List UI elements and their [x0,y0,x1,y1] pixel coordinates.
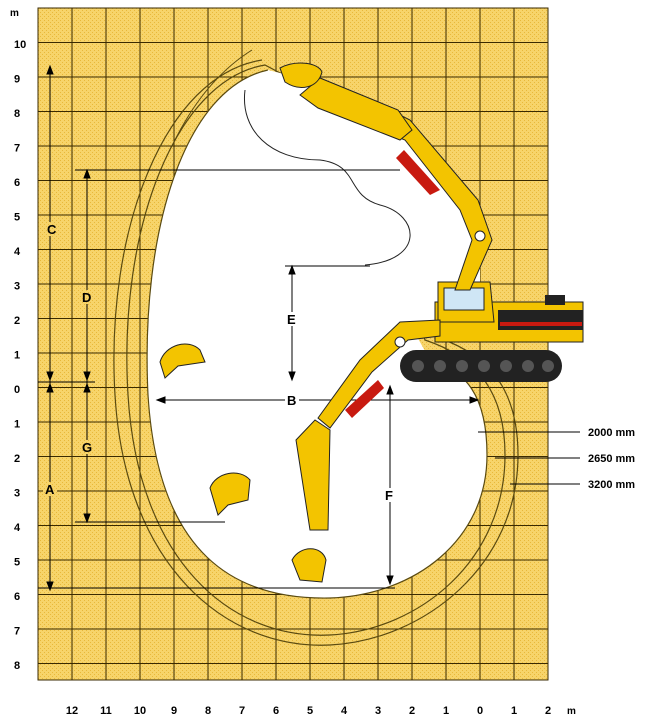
excavator-icon [279,62,584,382]
y-tick-label: 10 [14,39,26,51]
y-axis-unit: m [10,8,19,19]
x-tick-label: 3 [375,705,381,717]
y-tick-label: 7 [14,626,20,638]
radius-label-2650: 2650 mm [588,453,635,465]
excavator-boom-lower [291,319,441,583]
x-tick-label: 6 [273,705,279,717]
dim-label-g: G [82,440,92,455]
bucket-icon [209,472,251,516]
x-tick-label: 11 [100,705,112,717]
y-tick-label: 3 [14,488,20,500]
y-tick-label: 0 [14,384,20,396]
y-tick-label: 9 [14,74,20,86]
dimension-lines [38,64,580,592]
radius-label-2000: 2000 mm [588,427,635,439]
dim-label-b: B [287,393,296,408]
y-tick-label: 5 [14,557,20,569]
x-tick-label: 0 [477,705,483,717]
x-tick-label: 7 [239,705,245,717]
radius-label-3200: 3200 mm [588,479,635,491]
y-tick-label: 4 [14,246,21,258]
x-tick-label: 9 [171,705,177,717]
x-tick-label: 1 [443,705,449,717]
x-tick-label: 12 [66,705,78,717]
y-tick-label: 1 [14,350,20,362]
x-tick-label: 2 [545,705,551,717]
y-tick-label: 6 [14,591,20,603]
dim-label-d: D [82,290,91,305]
y-tick-label: 4 [14,522,21,534]
x-tick-label: 1 [511,705,517,717]
x-tick-label: 4 [341,705,348,717]
y-tick-label: 1 [14,419,20,431]
x-tick-label: 10 [134,705,146,717]
dim-label-a: A [45,482,55,497]
y-tick-label: 3 [14,281,20,293]
y-tick-label: 7 [14,143,20,155]
x-tick-label: 8 [205,705,211,717]
x-tick-label: 2 [409,705,415,717]
y-tick-label: 2 [14,453,20,465]
y-tick-label: 6 [14,177,20,189]
dim-label-c: C [47,222,57,237]
dim-label-f: F [385,488,393,503]
dim-label-e: E [287,312,296,327]
x-tick-label: 5 [307,705,313,717]
y-tick-label: 2 [14,315,20,327]
y-tick-label: 8 [14,660,20,672]
dimension-letters: C D G A E B F [43,222,397,503]
bucket-icon [159,343,206,379]
x-axis-unit: m [567,706,576,717]
y-tick-label: 5 [14,212,20,224]
y-tick-label: 8 [14,108,20,120]
